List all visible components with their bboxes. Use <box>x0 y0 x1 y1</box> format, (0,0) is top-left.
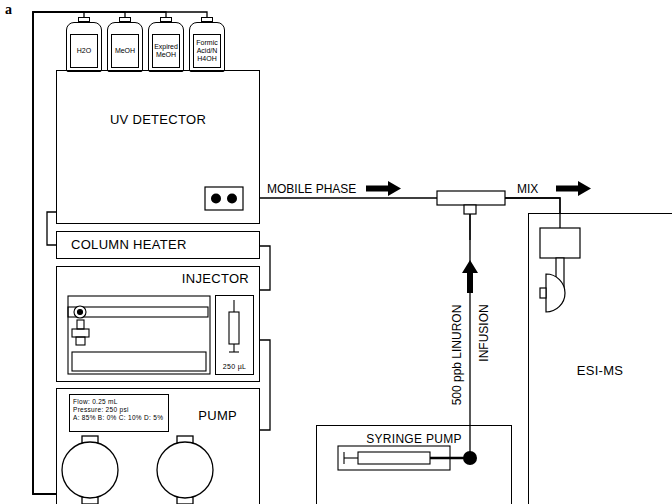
ms-inlet-cap <box>540 288 546 298</box>
solvent-bottle: MeOH <box>107 22 143 72</box>
solvent-bottle: Formic Acid/NH4OH <box>189 22 225 72</box>
flow-arrow <box>462 260 478 293</box>
loop-box: 250 µL <box>215 295 254 375</box>
lamp-dot <box>227 194 237 204</box>
tubing-line <box>33 12 166 494</box>
box-title: SYRINGE PUMP <box>366 433 462 447</box>
flow-arrow <box>366 181 401 196</box>
injector-box: INJECTOR 250 µL <box>56 266 260 382</box>
infusion-syringe <box>338 425 470 470</box>
bottle-label: MeOH <box>111 34 139 68</box>
tubing-line <box>47 212 56 245</box>
panel-letter: a <box>5 2 12 18</box>
ms-inlet <box>546 274 565 312</box>
probe-line <box>559 213 560 228</box>
box-title: COLUMN HEATER <box>71 238 187 253</box>
bottle-label: Expired MeOH <box>152 34 180 68</box>
detector-box: UV DETECTOR <box>56 70 260 224</box>
box-title: PUMP <box>198 409 237 424</box>
flow-label: 500 ppb LINURON <box>450 305 464 406</box>
flow-label: MIX <box>517 182 538 196</box>
tee-stem <box>464 205 476 214</box>
pump-display: Flow: 0.25 mLPressure: 250 psiA: 85% B: … <box>69 394 169 432</box>
display-line: Pressure: 250 psi <box>73 406 129 414</box>
tubing-line <box>260 198 560 213</box>
lamp-dot <box>211 194 221 204</box>
tubing-line <box>33 12 207 494</box>
box-title: INJECTOR <box>182 272 249 287</box>
flow-label: INFUSION <box>477 304 491 361</box>
heater-box: COLUMN HEATER <box>56 231 260 259</box>
connector-dot <box>463 451 477 465</box>
tubing-line <box>33 12 84 494</box>
lamp-panel <box>205 187 243 210</box>
box-title: UV DETECTOR <box>110 113 206 128</box>
tee-line <box>469 214 470 240</box>
flow-arrow <box>556 181 591 196</box>
autosampler-drawing <box>68 296 210 374</box>
pump-box: PUMP Flow: 0.25 mLPressure: 250 psiA: 85%… <box>56 388 260 504</box>
display-line: Flow: 0.25 mL <box>73 398 118 406</box>
bottle-label: H2O <box>70 34 98 68</box>
solvent-bottle: H2O <box>66 22 102 72</box>
sample-syringe <box>229 300 239 352</box>
bottle-label: Formic Acid/NH4OH <box>193 34 221 68</box>
box-title: 250 µL <box>223 363 246 371</box>
syringe-pump-box: SYRINGE PUMP <box>316 425 512 504</box>
solvent-bottle: Expired MeOH <box>148 22 184 72</box>
tubing-line <box>260 340 270 430</box>
box-title: ESI-MS <box>577 364 624 379</box>
pump-head <box>62 436 213 504</box>
flow-label: MOBILE PHASE <box>267 182 356 196</box>
esi-probe <box>540 228 580 258</box>
tubing-line <box>260 246 270 290</box>
tubing-line <box>33 12 125 494</box>
display-line: A: 85% B: 0% C: 10% D: 5% <box>73 414 163 422</box>
ms-box: ESI-MS <box>528 213 672 504</box>
tee-fitting <box>437 191 505 205</box>
